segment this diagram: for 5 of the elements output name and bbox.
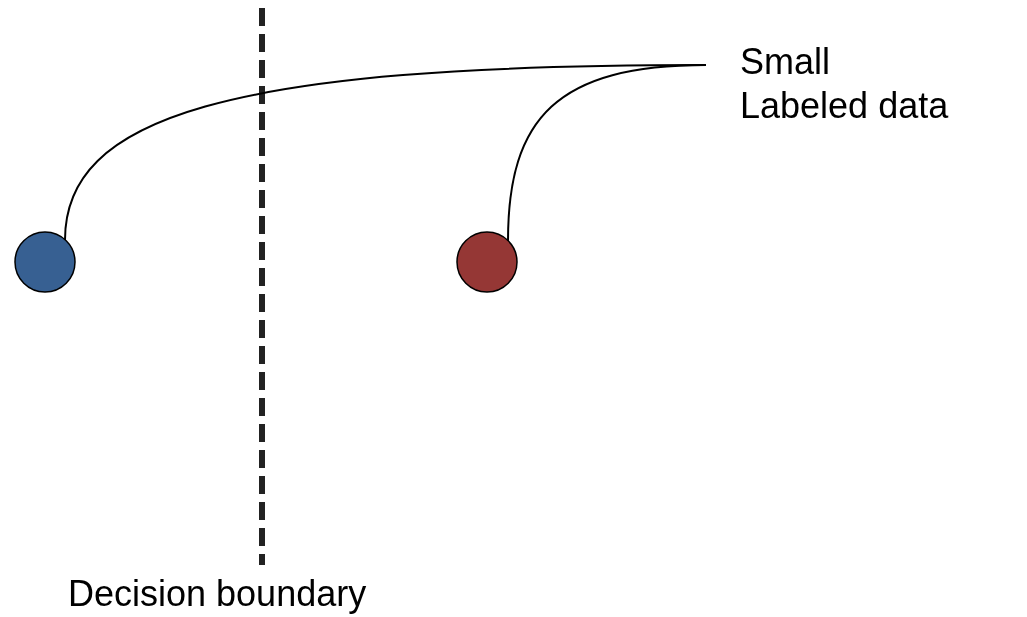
data-point-circle bbox=[456, 231, 518, 293]
data-point-circle bbox=[14, 231, 76, 293]
callout-text: Small Labeled data bbox=[705, 40, 958, 128]
leader-line bbox=[507, 64, 707, 242]
boundary-label: Decision boundary bbox=[68, 572, 367, 616]
